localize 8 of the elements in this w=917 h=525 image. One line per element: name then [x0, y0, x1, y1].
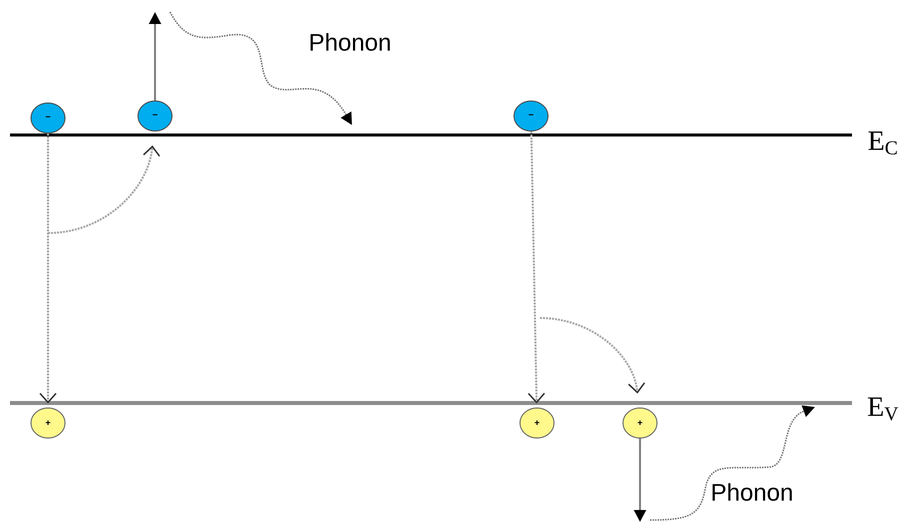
arrow — [39, 134, 57, 404]
phonon-label: Phonon — [310, 33, 390, 51]
phonon-label: Phonon — [712, 483, 792, 501]
energy-label: E$_{V}$ — [868, 398, 898, 420]
arrow — [540, 317, 646, 394]
energy-label: E$_{C}$ — [868, 132, 897, 154]
arrow — [528, 131, 545, 404]
arrow — [48, 145, 160, 234]
